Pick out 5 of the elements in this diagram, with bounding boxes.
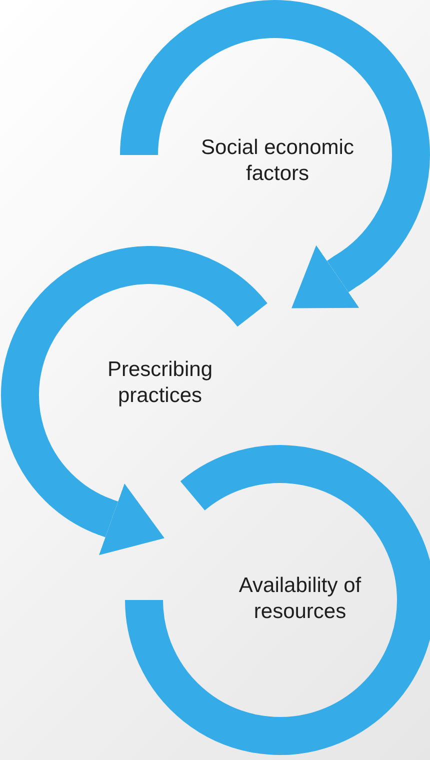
arrow <box>292 245 360 308</box>
node-label: Social economic factors <box>200 135 355 188</box>
node-label: Availability of resources <box>238 573 362 626</box>
node-label: Prescribing practices <box>106 357 214 410</box>
arrow <box>97 484 164 556</box>
